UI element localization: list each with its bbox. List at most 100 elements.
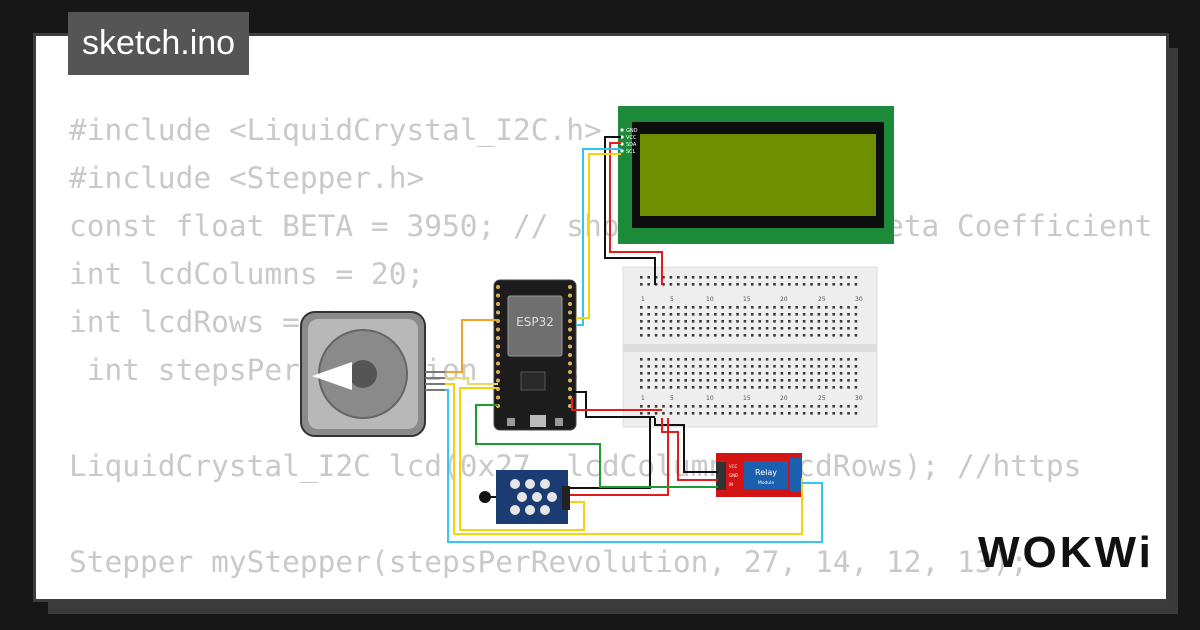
breadboard-hole: [795, 405, 798, 408]
relay-pin-label: GND: [729, 473, 738, 478]
breadboard-hole: [839, 313, 843, 316]
breadboard-hole: [662, 412, 665, 415]
breadboard-hole: [662, 320, 665, 323]
breadboard-hole: [795, 358, 798, 361]
lcd-display[interactable]: GND VCC SDA SCL: [618, 106, 894, 244]
breadboard-hole: [825, 412, 828, 415]
breadboard-hole: [677, 313, 680, 316]
breadboard-hole: [854, 306, 858, 309]
breadboard-hole: [802, 320, 806, 323]
breadboard-hole: [743, 372, 747, 375]
esp32-pin: [496, 327, 500, 332]
breadboard[interactable]: 1 5 10 15 20 25 30 1 5 10 15 20 25 30: [622, 266, 878, 428]
breadboard-hole: [728, 412, 732, 415]
lcd-pin-label: GND: [626, 128, 638, 134]
breadboard-col-label: 20: [780, 395, 788, 402]
breadboard-hole: [677, 365, 680, 368]
breadboard-hole: [795, 372, 798, 375]
breadboard-hole: [743, 313, 747, 316]
esp32-pin: [496, 285, 500, 289]
breadboard-hole: [788, 276, 791, 279]
stepper-motor[interactable]: [300, 311, 445, 437]
breadboard-col-label: 10: [706, 395, 714, 402]
breadboard-hole: [728, 386, 732, 389]
breadboard-hole: [847, 320, 850, 323]
breadboard-hole: [736, 306, 739, 309]
breadboard-hole: [758, 306, 761, 309]
esp32-board[interactable]: ESP32: [493, 279, 577, 431]
esp32-shield: [507, 295, 563, 357]
breadboard-hole: [677, 320, 680, 323]
breadboard-hole: [691, 365, 695, 368]
breadboard-hole: [669, 372, 673, 375]
breadboard-hole: [714, 327, 717, 330]
lcd-screen: [640, 134, 876, 216]
breadboard-hole: [795, 306, 798, 309]
breadboard-hole: [802, 412, 806, 415]
breadboard-hole: [728, 306, 732, 309]
breadboard-hole: [832, 412, 835, 415]
breadboard-hole: [825, 327, 828, 330]
breadboard-hole: [662, 313, 665, 316]
breadboard-hole: [699, 313, 702, 316]
breadboard-hole: [810, 379, 813, 382]
breadboard-hole: [669, 405, 673, 408]
breadboard-hole: [640, 412, 643, 415]
esp32-pin: [568, 361, 572, 366]
breadboard-hole: [647, 405, 650, 408]
breadboard-hole: [758, 365, 761, 368]
breadboard-hole: [839, 405, 843, 408]
breadboard-hole: [847, 306, 850, 309]
breadboard-hole: [743, 327, 747, 330]
breadboard-hole: [662, 379, 665, 382]
breadboard-hole: [721, 276, 724, 279]
breadboard-hole: [640, 365, 643, 368]
breadboard-hole: [714, 386, 717, 389]
breadboard-hole: [699, 358, 702, 361]
breadboard-hole: [640, 358, 643, 361]
breadboard-hole: [647, 365, 650, 368]
breadboard-hole: [817, 412, 821, 415]
breadboard-hole: [773, 358, 776, 361]
breadboard-hole: [802, 306, 806, 309]
breadboard-hole: [654, 412, 658, 415]
breadboard-hole: [758, 358, 761, 361]
breadboard-col-label: 30: [855, 296, 863, 303]
breadboard-hole: [817, 358, 821, 361]
esp32-pin: [568, 387, 572, 391]
breadboard-hole: [839, 283, 843, 286]
breadboard-hole: [647, 276, 650, 279]
breadboard-col-label: 25: [818, 296, 826, 303]
breadboard-hole: [684, 320, 687, 323]
ntc-sensor-module[interactable]: [479, 470, 570, 524]
breadboard-hole: [810, 313, 813, 316]
breadboard-hole: [839, 372, 843, 375]
breadboard-hole: [677, 412, 680, 415]
breadboard-hole: [832, 283, 835, 286]
breadboard-hole: [721, 306, 724, 309]
breadboard-hole: [802, 379, 806, 382]
breadboard-hole: [802, 334, 806, 337]
breadboard-hole: [765, 379, 769, 382]
breadboard-hole: [751, 334, 754, 337]
breadboard-hole: [802, 365, 806, 368]
breadboard-hole: [677, 276, 680, 279]
breadboard-hole: [810, 365, 813, 368]
breadboard-hole: [758, 313, 761, 316]
file-tab[interactable]: sketch.ino: [68, 12, 250, 75]
breadboard-hole: [728, 283, 732, 286]
breadboard-hole: [758, 276, 761, 279]
breadboard-hole: [854, 320, 858, 323]
breadboard-hole: [847, 412, 850, 415]
breadboard-hole: [751, 276, 754, 279]
breadboard-hole: [736, 372, 739, 375]
breadboard-hole: [662, 358, 665, 361]
breadboard-hole: [810, 334, 813, 337]
breadboard-hole: [758, 283, 761, 286]
breadboard-hole: [691, 379, 695, 382]
breadboard-hole: [662, 327, 665, 330]
relay-module[interactable]: Relay Module VCC GND IN: [716, 453, 802, 497]
breadboard-hole: [706, 313, 710, 316]
breadboard-hole: [758, 412, 761, 415]
